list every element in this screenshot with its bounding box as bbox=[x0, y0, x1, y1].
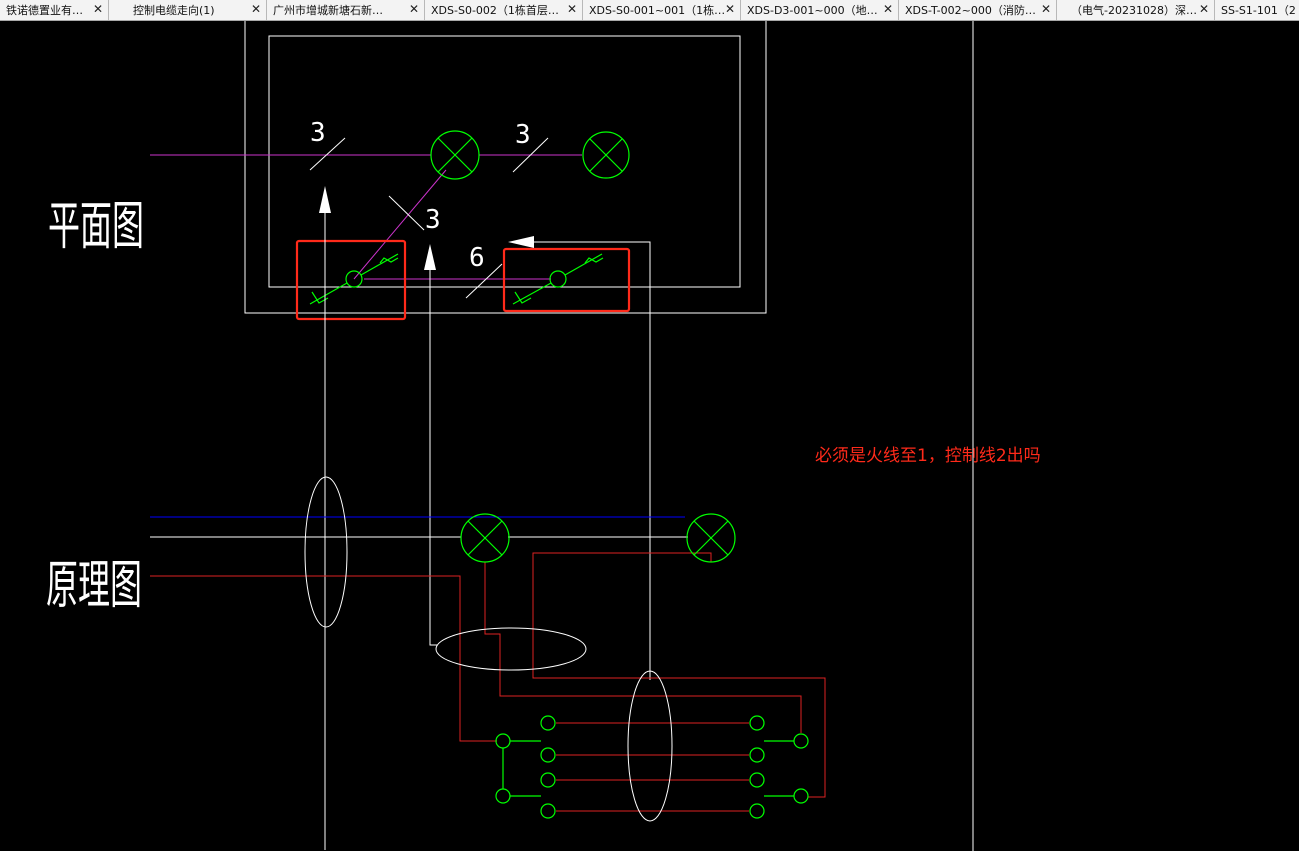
tab-document-1[interactable]: 铁诺德置业有… ✕ bbox=[0, 0, 109, 20]
switch-highlight-right bbox=[502, 247, 631, 313]
wire-count-label-a: 3 bbox=[310, 118, 326, 148]
schematic-lamps bbox=[460, 513, 736, 563]
live-feed-wire bbox=[150, 575, 497, 742]
close-icon[interactable]: ✕ bbox=[1198, 2, 1209, 16]
tab-label: SS-S1-101（2 bbox=[1221, 4, 1296, 17]
wire-count-label-d: 6 bbox=[469, 243, 485, 273]
document-tab-bar: 铁诺德置业有… ✕ 控制电缆走向(1) ✕ 广州市增城新塘石新… ✕ XDS-S… bbox=[0, 0, 1299, 21]
close-icon[interactable]: ✕ bbox=[250, 2, 261, 16]
tick-a bbox=[309, 137, 346, 171]
tab-label: 广州市增城新塘石新… bbox=[273, 4, 383, 17]
cable-bundle-middle bbox=[435, 627, 587, 671]
tab-label: 铁诺德置业有… bbox=[6, 4, 83, 17]
arrow-up-icon bbox=[319, 186, 331, 213]
lamp-icon bbox=[460, 513, 510, 563]
lamp-icon bbox=[430, 130, 480, 180]
tab-document-3[interactable]: 广州市增城新塘石新… ✕ bbox=[267, 0, 425, 20]
drawing-canvas[interactable]: 3 3 3 6 bbox=[0, 21, 1299, 851]
cable-bundle-switch bbox=[627, 670, 673, 822]
cad-drawing: 3 3 3 6 bbox=[46, 21, 974, 851]
cable-runs bbox=[324, 212, 651, 850]
wire-count-ticks bbox=[309, 137, 549, 299]
tab-label: XDS-S0-001~001（1栋… bbox=[589, 4, 726, 17]
tick-b bbox=[512, 137, 549, 173]
annotation-text: 必须是火线至1，控制线2出吗 bbox=[815, 446, 1041, 466]
tab-document-5[interactable]: XDS-S0-001~001（1栋… ✕ bbox=[583, 0, 741, 20]
plan-wiring bbox=[150, 154, 582, 280]
schematic-red-wiring bbox=[150, 552, 826, 812]
highlight-boxes bbox=[295, 239, 631, 321]
close-icon[interactable]: ✕ bbox=[882, 2, 893, 16]
arrow-left-icon bbox=[508, 236, 534, 248]
tick-d bbox=[465, 263, 503, 299]
double-switch-icon bbox=[512, 253, 604, 305]
tab-label: XDS-D3-001~000（地… bbox=[747, 4, 878, 17]
tab-document-7[interactable]: XDS-T-002~000（消防… ✕ bbox=[899, 0, 1057, 20]
drawing-labels: 平面图 原理图 bbox=[46, 197, 144, 616]
tab-label: XDS-T-002~000（消防… bbox=[905, 4, 1036, 17]
cable-run-right bbox=[527, 241, 651, 680]
tick-c bbox=[388, 195, 425, 231]
lamp1-control-wire bbox=[484, 562, 802, 733]
cable-bundles bbox=[304, 476, 673, 822]
cable-run-middle bbox=[429, 268, 437, 646]
plan-lamps bbox=[430, 130, 630, 180]
close-icon[interactable]: ✕ bbox=[1040, 2, 1051, 16]
close-icon[interactable]: ✕ bbox=[92, 2, 103, 16]
tab-label: XDS-S0-002（1栋首层… bbox=[431, 4, 559, 17]
tab-label: （电气-20231028）深… bbox=[1071, 4, 1197, 17]
schematic-view-label: 原理图 bbox=[46, 556, 142, 616]
plan-lamp-switch-wire bbox=[353, 169, 447, 280]
switch-highlight-left bbox=[295, 239, 407, 321]
arrow-up-icon bbox=[424, 244, 436, 270]
plan-switches bbox=[309, 253, 604, 305]
wire-count-label-b: 3 bbox=[515, 120, 531, 150]
cable-bundle-main bbox=[304, 476, 348, 628]
lamp-icon bbox=[686, 513, 736, 563]
outer-wall-outline bbox=[244, 21, 767, 314]
tab-document-4[interactable]: XDS-S0-002（1栋首层… ✕ bbox=[425, 0, 583, 20]
wire-count-labels: 3 3 3 6 bbox=[310, 118, 531, 273]
switch-contacts bbox=[495, 715, 809, 819]
close-icon[interactable]: ✕ bbox=[566, 2, 577, 16]
close-icon[interactable]: ✕ bbox=[408, 2, 419, 16]
plan-view-label: 平面图 bbox=[48, 197, 144, 257]
direction-arrows bbox=[319, 186, 534, 270]
tab-document-8[interactable]: （电气-20231028）深… ✕ bbox=[1057, 0, 1215, 20]
lamp2-control-wire bbox=[532, 552, 826, 798]
wire-count-label-c: 3 bbox=[425, 205, 441, 235]
tab-document-9[interactable]: SS-S1-101（2 bbox=[1215, 0, 1299, 20]
tab-document-2[interactable]: 控制电缆走向(1) ✕ bbox=[109, 0, 267, 20]
tab-document-6[interactable]: XDS-D3-001~000（地… ✕ bbox=[741, 0, 899, 20]
close-icon[interactable]: ✕ bbox=[724, 2, 735, 16]
lamp-icon bbox=[582, 131, 630, 179]
tab-label: 控制电缆走向(1) bbox=[133, 4, 215, 17]
